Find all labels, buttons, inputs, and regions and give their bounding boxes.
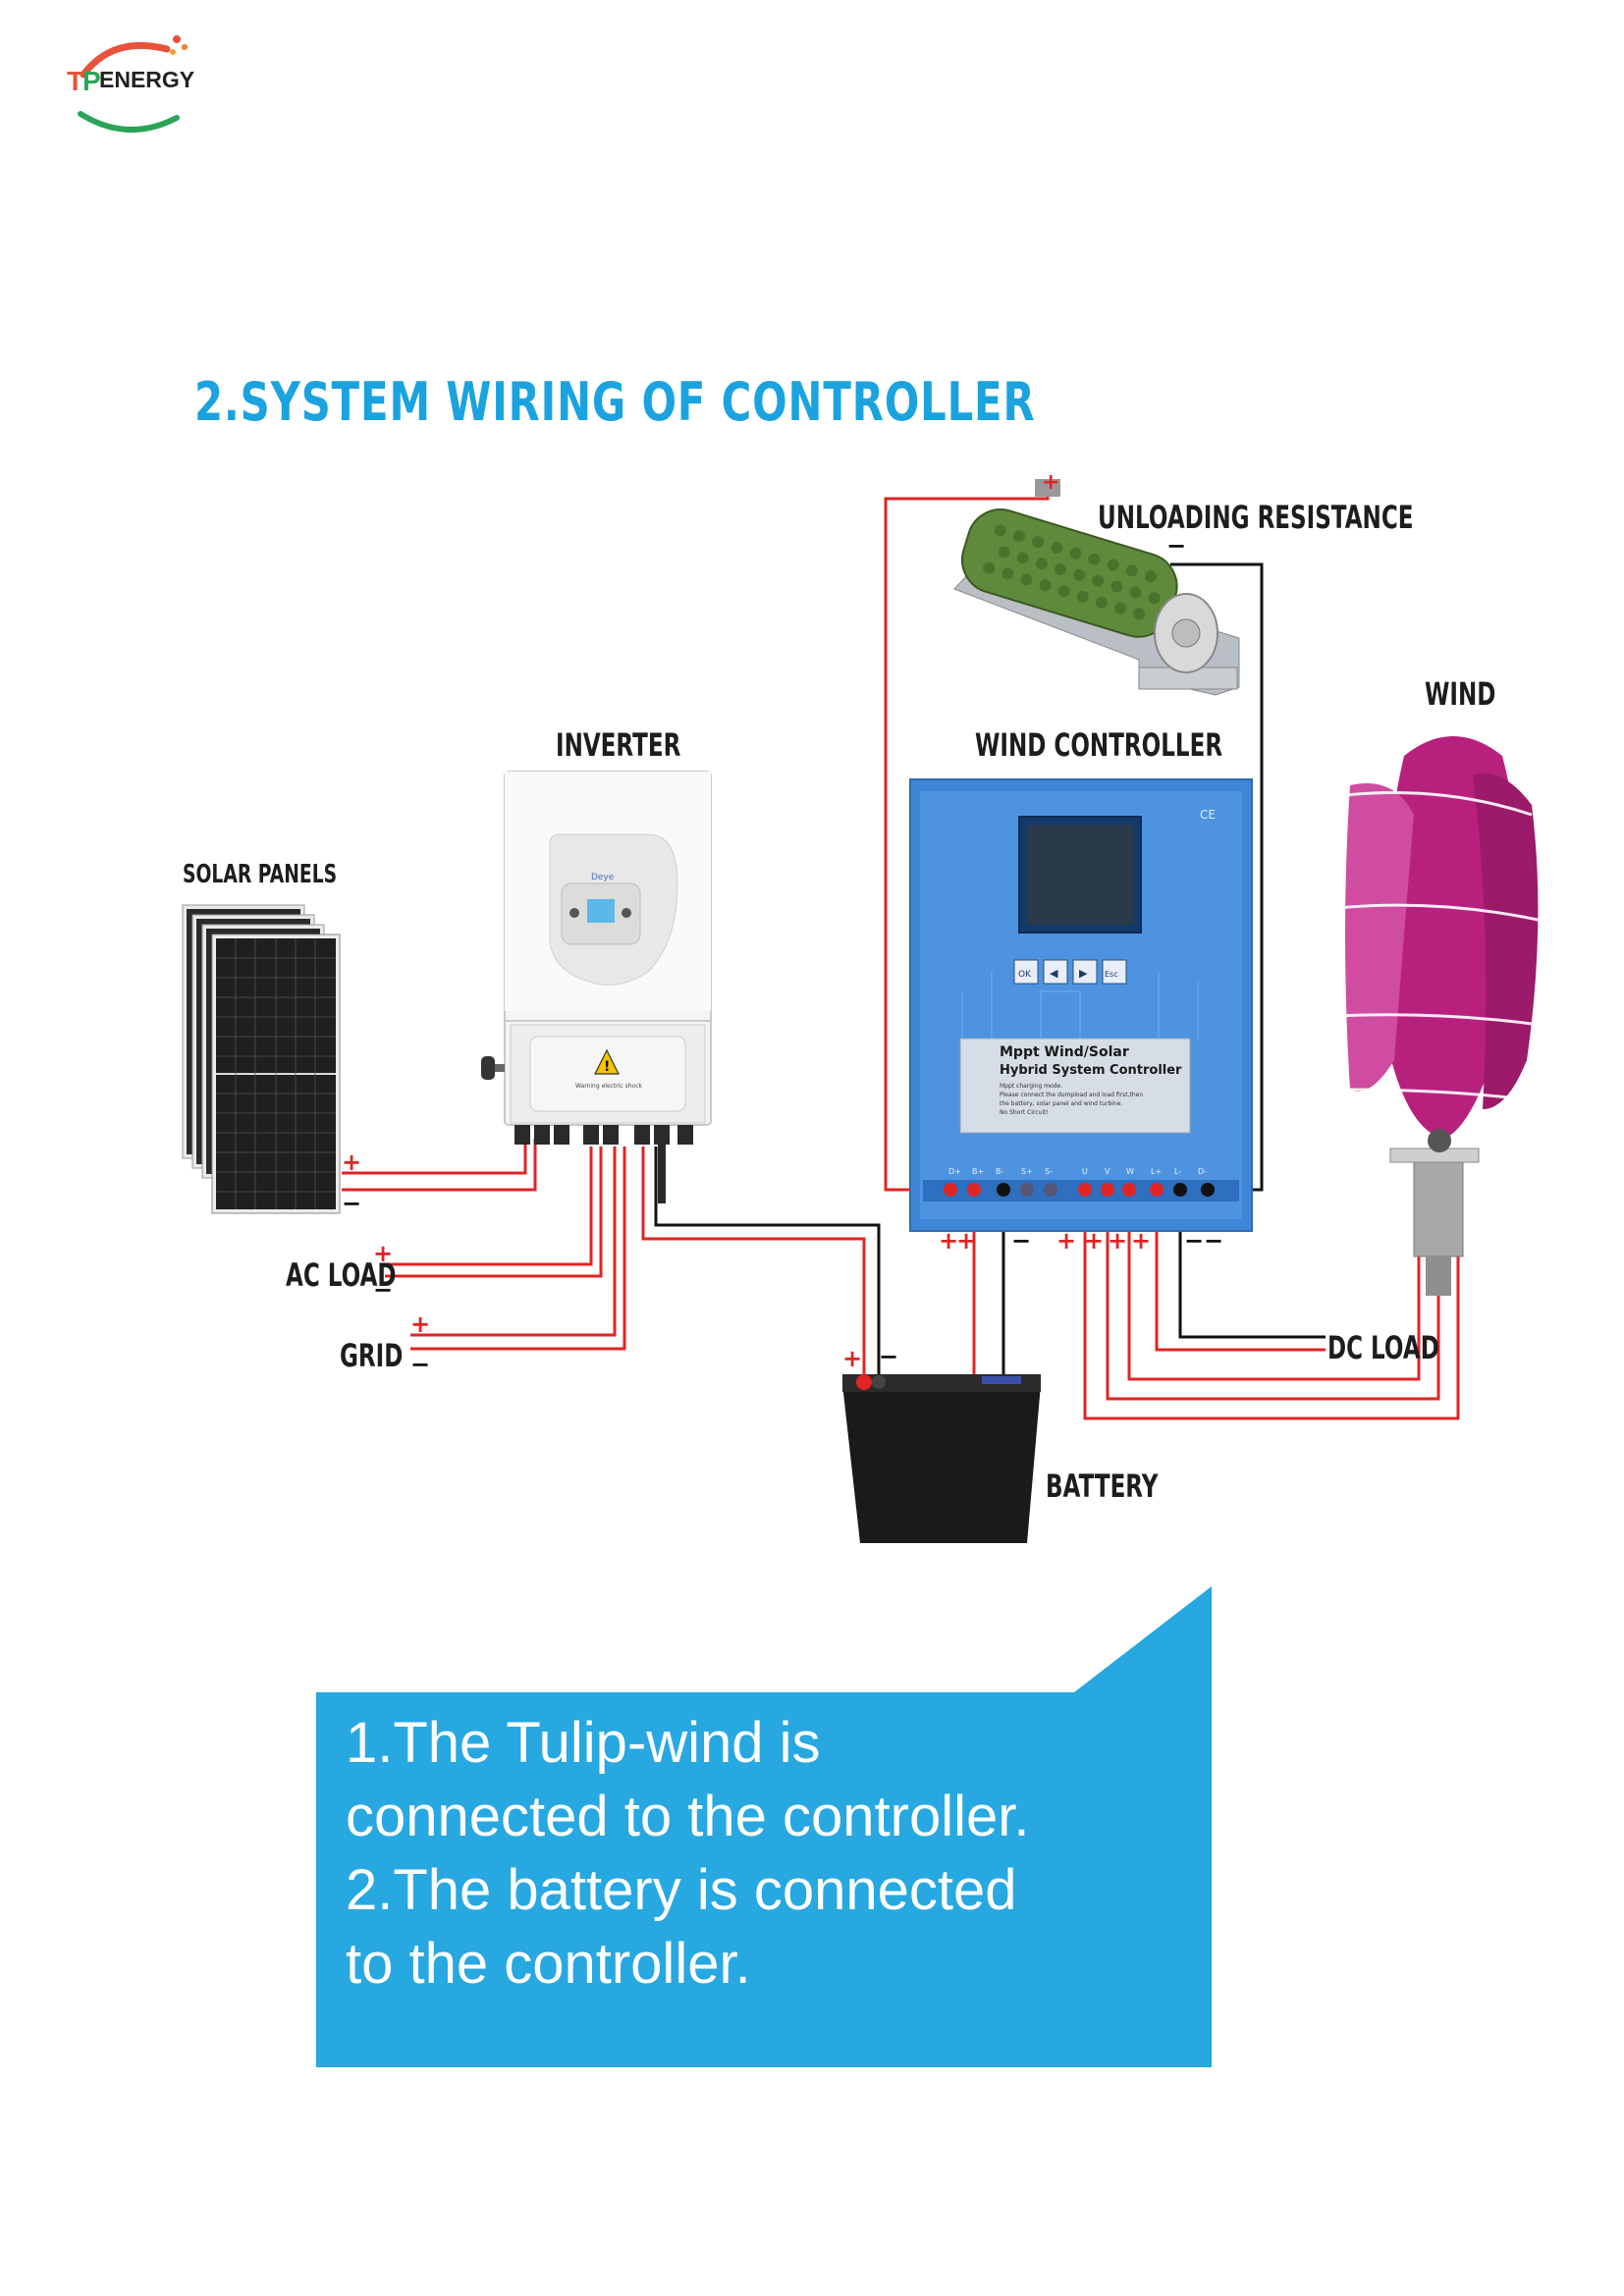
svg-text:+: +	[939, 1227, 958, 1255]
brand-name: ENERGY	[99, 67, 195, 92]
controller-terminal-labels: D+ B+ B- S+ S- U V W L+ L- D-	[948, 1167, 1207, 1176]
label-inverter: INVERTER	[556, 726, 681, 764]
svg-text:−: −	[1166, 532, 1186, 560]
svg-text:B-: B-	[996, 1167, 1003, 1176]
label-grid: GRID	[340, 1337, 404, 1374]
wire-dcload-neg	[1178, 1190, 1326, 1339]
panel-note-1: Mppt charging mode.	[1000, 1083, 1062, 1090]
callout-line-2: connected to the controller.	[346, 1785, 1030, 1848]
callout-text: 1.The Tulip-wind is connected to the con…	[346, 1706, 1210, 2001]
svg-text:+: +	[1056, 1227, 1076, 1255]
page-title: 2.SYSTEM WIRING OF CONTROLLER	[194, 371, 1036, 433]
label-dc-load: DC LOAD	[1327, 1329, 1439, 1366]
callout-line-4: to the controller.	[346, 1932, 751, 1996]
wire-inv-batt-neg	[654, 1147, 881, 1379]
wind-turbine-device	[1336, 736, 1552, 1296]
wire-inv-batt-pos	[641, 1147, 866, 1379]
btn-esc: Esc	[1105, 970, 1118, 979]
btn-right: ▶	[1079, 967, 1088, 980]
inverter-warning-text: Warning electric shock	[575, 1083, 643, 1090]
svg-text:+: +	[342, 1148, 361, 1176]
label-wind: WIND	[1425, 675, 1496, 713]
wind-controller-device: CE OK ◀ ▶ Esc Mppt Wind/Solar Hybrid Sys…	[909, 778, 1253, 1232]
polarity-markers: + − + − + − + − + − + + − + + + + − −	[342, 470, 1223, 1378]
label-battery: BATTERY	[1046, 1468, 1159, 1505]
svg-text:U: U	[1082, 1167, 1088, 1176]
svg-text:−: −	[1204, 1227, 1223, 1255]
svg-text:−: −	[342, 1190, 361, 1217]
panel-note-4: No Short Circuit!	[1000, 1109, 1049, 1116]
wire-acload-neg	[385, 1147, 603, 1278]
svg-text:−: −	[879, 1343, 898, 1370]
wire-dcload-pos	[1155, 1190, 1326, 1352]
svg-text:!: !	[604, 1059, 610, 1075]
svg-text:V: V	[1105, 1167, 1110, 1176]
svg-text:−: −	[1184, 1227, 1204, 1255]
svg-text:S-: S-	[1045, 1167, 1053, 1176]
callout-line-3: 2.The battery is connected	[346, 1858, 1017, 1922]
svg-text:D-: D-	[1198, 1167, 1207, 1176]
unloading-resistance-device	[953, 479, 1240, 696]
wire-grid-neg	[410, 1147, 626, 1351]
wire-wind-v	[1106, 1190, 1440, 1401]
svg-text:+: +	[956, 1227, 976, 1255]
label-ac-load: AC LOAD	[286, 1256, 397, 1294]
battery-device	[842, 1374, 1041, 1543]
svg-text:+: +	[1131, 1227, 1151, 1255]
svg-text:+: +	[1084, 1227, 1104, 1255]
panel-title-1: Mppt Wind/Solar	[1000, 1044, 1129, 1060]
label-wind-controller: WIND CONTROLLER	[975, 726, 1223, 764]
wire-acload-pos	[385, 1147, 593, 1266]
tp-energy-logo: T P	[67, 35, 189, 133]
svg-text:S+: S+	[1021, 1167, 1033, 1176]
label-solar-panels: SOLAR PANELS	[183, 860, 338, 889]
svg-text:+: +	[1042, 470, 1059, 495]
svg-text:T: T	[67, 66, 83, 96]
svg-text:+: +	[373, 1240, 393, 1267]
panel-note-2: Please connect the dumpload and load fir…	[1000, 1092, 1143, 1098]
svg-text:L-: L-	[1174, 1167, 1181, 1176]
svg-text:−: −	[1011, 1227, 1031, 1255]
callout-line-1: 1.The Tulip-wind is	[346, 1711, 821, 1775]
svg-text:+: +	[842, 1345, 862, 1372]
wire-solar-neg	[342, 1139, 537, 1192]
wire-wind-u	[1083, 1190, 1460, 1420]
svg-text:−: −	[410, 1351, 430, 1378]
inverter-device: Deye ! Warning electric shock	[481, 771, 712, 1203]
panel-title-2: Hybrid System Controller	[1000, 1063, 1182, 1078]
wire-grid-pos	[410, 1147, 617, 1337]
label-unloading-resistance: UNLOADING RESISTANCE	[1098, 499, 1414, 536]
ce-mark: CE	[1200, 808, 1216, 822]
wiring-diagram: Deye ! Warning electric shock	[182, 470, 1552, 1543]
svg-text:L+: L+	[1151, 1167, 1162, 1176]
wire-solar-pos	[342, 1139, 527, 1175]
svg-text:+: +	[1108, 1227, 1127, 1255]
controller-buttons: OK ◀ ▶ Esc	[1013, 959, 1127, 985]
svg-text:D+: D+	[948, 1167, 961, 1176]
btn-left: ◀	[1050, 967, 1058, 980]
svg-text:B+: B+	[972, 1167, 984, 1176]
svg-text:−: −	[373, 1276, 393, 1304]
svg-text:+: +	[410, 1310, 430, 1338]
controller-terminals	[944, 1183, 1215, 1197]
svg-text:P: P	[82, 66, 101, 96]
panel-note-3: the battery, solar panel and wind turbin…	[1000, 1100, 1122, 1107]
solar-panels-group	[182, 904, 341, 1214]
svg-text:W: W	[1126, 1167, 1134, 1176]
btn-ok: OK	[1018, 970, 1032, 980]
wire-wind-w	[1127, 1190, 1421, 1381]
inverter-brand-text: Deye	[591, 873, 615, 882]
